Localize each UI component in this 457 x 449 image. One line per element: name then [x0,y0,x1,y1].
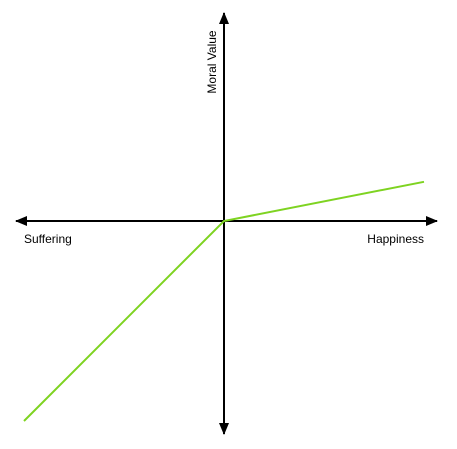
x-axis-label-suffering: Suffering [24,232,72,246]
y-axis-label: Moral Value [205,30,219,93]
x-axis-label-happiness: Happiness [367,232,424,246]
moral-value-line [23,180,425,422]
